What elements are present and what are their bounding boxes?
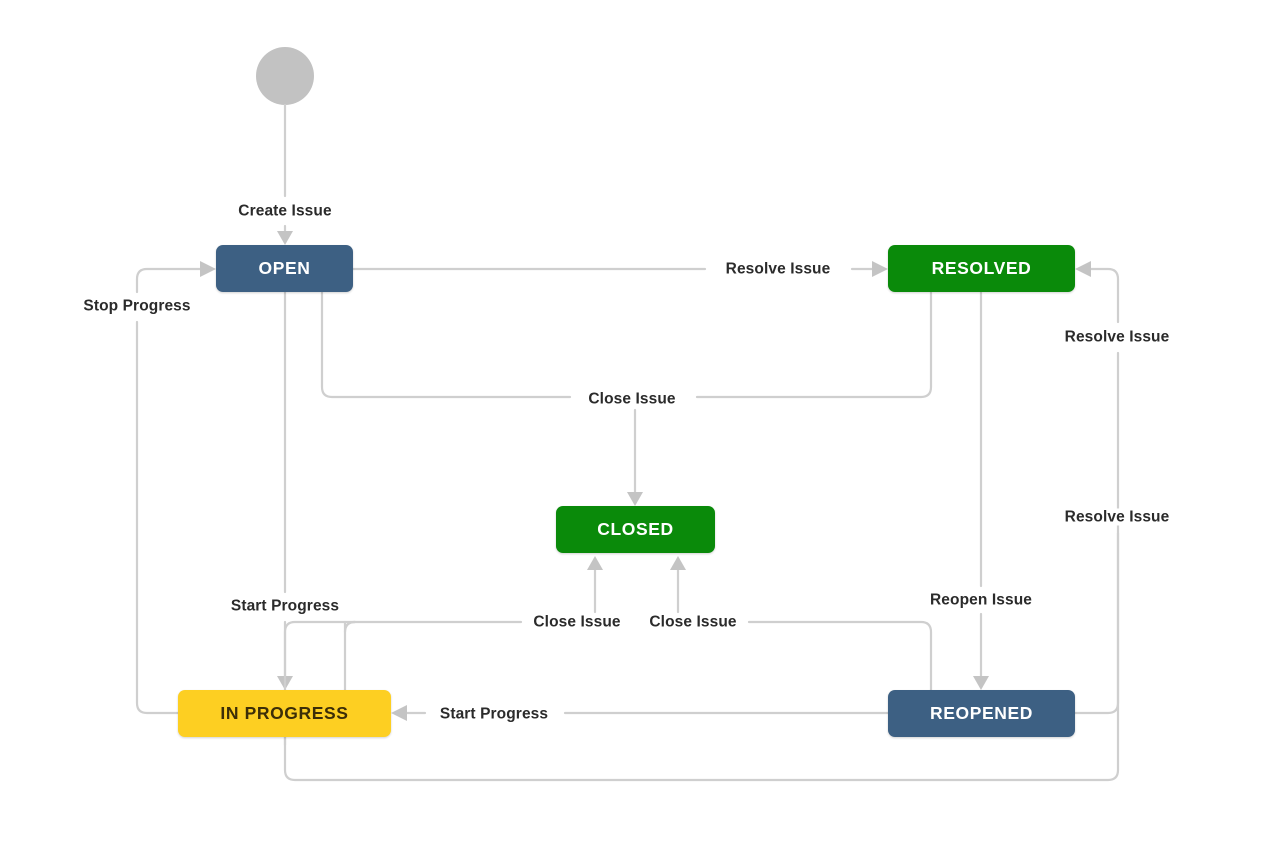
- edge-label-close-issue-in-progress: Close Issue: [527, 613, 627, 631]
- edge-resolve-issue-reopened-b: [1089, 267, 1120, 324]
- state-node-in-progress[interactable]: IN PROGRESS: [178, 690, 391, 737]
- edge-resolve-issue-in-progress: [283, 531, 1120, 782]
- arrowhead-start-progress-reopened: [391, 705, 407, 721]
- edge-close-issue-in-progress: [283, 620, 523, 692]
- edge-label-close-issue-reopened: Close Issue: [643, 613, 743, 631]
- edge-close-issue-from-open: [320, 290, 572, 399]
- edge-stop-progress: [135, 320, 180, 715]
- edge-label-resolve-issue-in-progress: Resolve Issue: [1058, 508, 1176, 526]
- arrowhead-stop-progress: [200, 261, 216, 277]
- edge-close-issue-reopened: [747, 620, 933, 692]
- edge-label-stop-progress: Stop Progress: [77, 297, 197, 315]
- arrowhead-close-issue-in-progress: [587, 556, 603, 570]
- state-node-resolved[interactable]: RESOLVED: [888, 245, 1075, 292]
- arrowhead-resolve-issue-reopened: [1075, 261, 1091, 277]
- arrowhead-reopen-issue: [973, 676, 989, 690]
- state-node-reopened[interactable]: REOPENED: [888, 690, 1075, 737]
- start-node-circle: [256, 47, 314, 105]
- edge-label-resolve-issue-reopened: Resolve Issue: [1058, 328, 1176, 346]
- edge-label-start-progress-reopened: Start Progress: [433, 705, 555, 723]
- state-node-closed-label: CLOSED: [597, 519, 674, 539]
- edge-stop-progress-b: [135, 267, 202, 294]
- state-node-closed[interactable]: CLOSED: [556, 506, 715, 553]
- state-node-in-progress-label: IN PROGRESS: [220, 703, 349, 723]
- edge-label-start-progress-open: Start Progress: [224, 597, 346, 615]
- arrowhead-resolve-issue-open: [872, 261, 888, 277]
- state-node-open-label: OPEN: [258, 258, 311, 278]
- state-node-reopened-label: REOPENED: [929, 703, 1033, 723]
- edge-resolve-issue-reopened: [1073, 351, 1120, 715]
- edge-label-resolve-issue-open-resolved: Resolve Issue: [719, 260, 837, 278]
- arrowhead-create-issue: [277, 231, 293, 245]
- edge-close-issue-from-resolved: [695, 290, 933, 399]
- edge-close-ip-corner: [343, 620, 357, 692]
- edge-label-reopen-issue: Reopen Issue: [924, 591, 1038, 609]
- edge-label-close-issue-merged: Close Issue: [582, 390, 682, 408]
- state-node-open[interactable]: OPEN: [216, 245, 353, 292]
- arrowhead-close-issue-merged: [627, 492, 643, 506]
- arrowhead-close-issue-reopened: [670, 556, 686, 570]
- edge-label-create-issue: Create Issue: [232, 202, 338, 220]
- state-node-resolved-label: RESOLVED: [931, 258, 1032, 278]
